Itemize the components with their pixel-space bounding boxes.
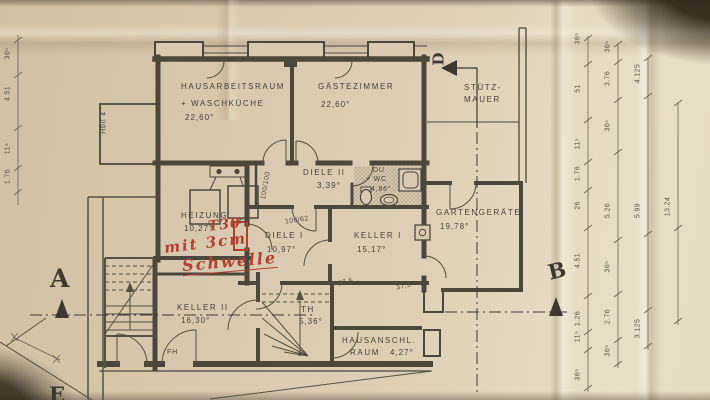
dim-r1-5: 4.51 bbox=[574, 252, 582, 269]
area-diele1: 10,97° bbox=[267, 245, 297, 254]
area-duwc: 4,86° bbox=[371, 186, 392, 193]
dim-left-1: 4.51 bbox=[4, 85, 12, 102]
label-hbn4: Hbn 4 bbox=[100, 111, 108, 134]
area-gartengeraete: 19,78° bbox=[440, 222, 470, 231]
heating-equipment bbox=[189, 165, 259, 225]
label-stuetzmauer-2: MAUER bbox=[464, 95, 501, 104]
terrain-lines bbox=[0, 317, 433, 400]
area-hausarbeitsraum: 22,60° bbox=[185, 113, 215, 122]
section-line-a bbox=[30, 299, 312, 318]
dim-r2-6: 36⁵ bbox=[604, 344, 612, 357]
label-fh-keller2: FH bbox=[167, 349, 178, 356]
red-door-mark bbox=[233, 221, 248, 251]
area-th: 5,36° bbox=[299, 317, 323, 326]
room-label-hausanschluss-2: RAUM bbox=[350, 348, 380, 357]
dim-r3-0: 4.125 bbox=[634, 63, 642, 84]
dim-left-3: 1.76 bbox=[4, 168, 12, 185]
room-label-gaestezimmer: GÄSTEZIMMER bbox=[318, 82, 395, 91]
dim-r2-1: 3.76 bbox=[604, 70, 612, 87]
room-label-hausanschluss: HAUSANSCHL. bbox=[342, 336, 417, 345]
room-label-keller1: KELLER I bbox=[354, 231, 402, 240]
dim-r2-5: 2.76 bbox=[604, 308, 612, 325]
dim-r2-0: 36⁵ bbox=[604, 40, 612, 53]
section-marker-d: D bbox=[429, 52, 448, 66]
room-label-heizung: HEIZUNG bbox=[181, 211, 229, 220]
dim-left-0: 36⁵ bbox=[4, 47, 12, 60]
wall-box-keller1 bbox=[414, 224, 431, 241]
room-label-keller2: KELLER II bbox=[177, 303, 229, 312]
top-wall-pilasters bbox=[154, 41, 427, 67]
area-diele2: 3,39° bbox=[317, 181, 341, 190]
label-fh-heizung: FH bbox=[239, 219, 250, 226]
section-marker-a: A bbox=[50, 264, 70, 293]
dim-r3-2: 3.125 bbox=[634, 318, 642, 339]
area-heizung: 10,27° bbox=[184, 224, 214, 233]
light-shaft-hbn bbox=[99, 103, 158, 165]
dim-r1-4: 26 bbox=[574, 201, 582, 210]
dim-r2-2: 36⁵ bbox=[604, 119, 612, 132]
room-label-th: TH bbox=[301, 305, 315, 314]
dim-r4-0: 13.24 bbox=[664, 196, 672, 217]
dimension-chain-lines bbox=[10, 34, 683, 392]
room-label-waschkueche: + WASCHKÜCHE bbox=[181, 99, 265, 108]
label-stuetzmauer-1: STÜTZ- bbox=[464, 83, 503, 92]
dim-r1-3: 1.76 bbox=[574, 165, 582, 182]
dim-r2-3: 5.26 bbox=[604, 202, 612, 219]
section-line-b bbox=[445, 297, 570, 316]
dim-r1-1: 51 bbox=[574, 84, 582, 93]
section-line-d bbox=[441, 60, 478, 396]
section-marker-e: E bbox=[49, 382, 66, 400]
stair-winder bbox=[261, 290, 330, 357]
area-keller1: 15,17° bbox=[357, 245, 387, 254]
area-gaestezimmer: 22,60° bbox=[321, 100, 351, 109]
area-hausanschluss: 4,27° bbox=[390, 348, 414, 357]
dim-r1-0: 36⁵ bbox=[574, 32, 582, 45]
room-label-du: DU bbox=[373, 167, 385, 174]
dim-r1-2: 11⁵ bbox=[574, 137, 582, 150]
interior-walls bbox=[238, 59, 523, 366]
dim-r2-4: 36⁵ bbox=[604, 260, 612, 273]
dim-r3-1: 5.99 bbox=[634, 202, 642, 219]
room-label-gartengeraete: GARTENGERÄTE bbox=[436, 208, 522, 217]
bathroom-fixtures bbox=[354, 166, 422, 207]
dim-r1-7: 11⁵ bbox=[574, 330, 582, 343]
outside-walls-left bbox=[87, 196, 158, 400]
room-label-diele2: DIELE II bbox=[303, 168, 346, 177]
stair-straight bbox=[104, 257, 156, 368]
room-label-wc: + WC bbox=[366, 176, 387, 183]
room-label-diele1: DIELE I bbox=[265, 231, 304, 240]
dim-r1-8: 36⁵ bbox=[574, 368, 582, 381]
area-keller2: 16,30° bbox=[181, 316, 211, 325]
stuetzmauer-wall bbox=[427, 27, 527, 183]
room-label-hausarbeitsraum: HAUSARBEITSRAUM bbox=[181, 82, 286, 91]
